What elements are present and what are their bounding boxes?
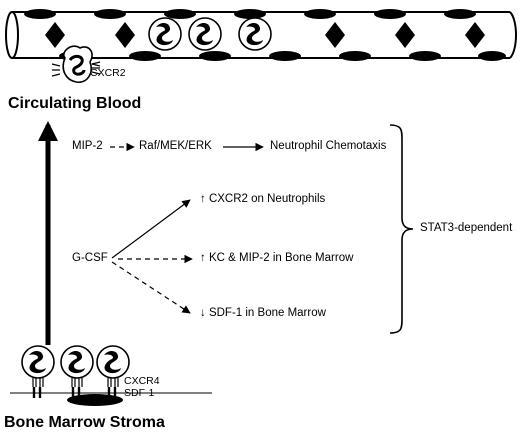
effect-cxcr2: ↑ CXCR2 on Neutrophils <box>200 193 326 206</box>
neutrophil-chemotaxis-label: Neutrophil Chemotaxis <box>270 140 387 152</box>
mip2-label: MIP-2 <box>72 140 103 152</box>
up-arrow-icon: ↑ <box>200 193 206 205</box>
bone-marrow-stroma-label: Bone Marrow Stroma <box>4 414 165 431</box>
cxcr4-label: CXCR4 <box>124 375 160 387</box>
transmigrating-neutrophil <box>51 45 101 83</box>
vessel-neutrophils <box>148 17 272 51</box>
gcsf-arrow-sdf1 <box>111 261 191 314</box>
stat3-bracket <box>389 124 414 334</box>
effect-sdf1: ↓ SDF-1 in Bone Marrow <box>200 307 326 320</box>
up-arrow-icon: ↑ <box>200 252 206 264</box>
gcsf-arrow-cxcr2 <box>111 199 191 259</box>
sdf1-ligands <box>32 387 117 398</box>
sdf1-stroma-label: SDF-1 <box>124 387 155 399</box>
effect-sdf1-text: SDF-1 in Bone Marrow <box>208 307 326 319</box>
endothelial-diamonds <box>45 22 485 48</box>
cxcr2-vessel-label: CXCR2 <box>90 67 126 79</box>
effect-kc-mip2-text: KC & MIP-2 in Bone Marrow <box>208 252 354 264</box>
cxcr4-receptors <box>32 378 119 387</box>
circulating-blood-label: Circulating Blood <box>8 95 142 112</box>
stroma-neutrophils <box>21 345 130 379</box>
effect-kc-mip2: ↑ KC & MIP-2 in Bone Marrow <box>200 252 354 265</box>
gcsf-label: G-CSF <box>72 252 108 264</box>
stat3-dependent-label: STAT3-dependent <box>420 222 513 234</box>
effect-cxcr2-text: CXCR2 on Neutrophils <box>208 193 326 205</box>
endothelial-cells-bottom <box>59 51 506 61</box>
bone-marrow-stroma <box>10 345 212 406</box>
endothelial-cells-top <box>24 9 476 19</box>
raf-mek-erk-label: Raf/MEK/ERK <box>139 140 212 152</box>
down-arrow-icon: ↓ <box>200 307 206 319</box>
blood-vessel <box>5 9 517 83</box>
